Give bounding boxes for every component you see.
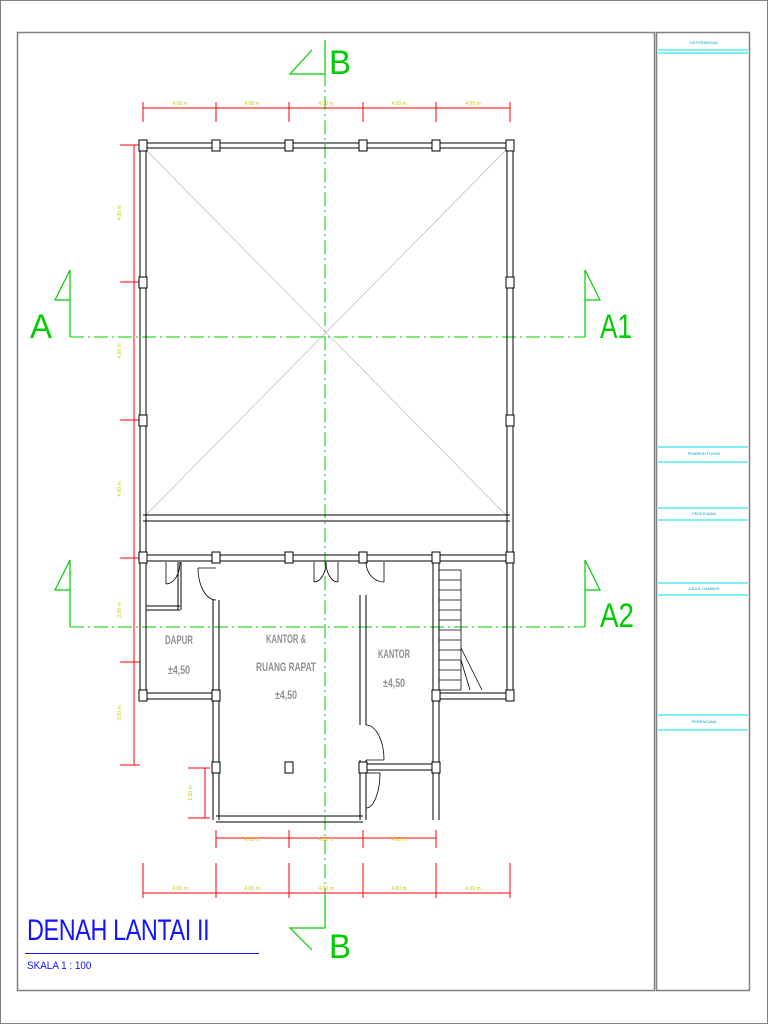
title-underline xyxy=(25,953,259,954)
room-dapur-level: ±4,50 xyxy=(168,663,190,677)
section-label-a: A xyxy=(30,308,52,346)
dimension-lines xyxy=(120,102,511,898)
dim-bottom-outer-5: 4.00 m xyxy=(465,886,480,892)
dim-left-6: 1.50 m xyxy=(188,785,194,800)
room-labels: DAPUR ±4,50 KANTOR & RUANG RAPAT ±4,50 K… xyxy=(165,632,410,702)
dim-top-4: 4.00 m xyxy=(391,101,406,107)
dim-left-5: 3.00 m xyxy=(117,705,123,720)
dim-left-4: 3.00 m xyxy=(117,602,123,617)
section-label-a2: A2 xyxy=(600,597,634,635)
drawing-scale: SKALA 1 : 100 xyxy=(27,960,92,972)
dim-bottom-inner-1: 4.00 m xyxy=(244,837,259,843)
dim-top-5: 4.00 m xyxy=(465,101,480,107)
dim-bottom-outer-1: 4.00 m xyxy=(172,886,187,892)
section-markers xyxy=(54,40,601,951)
section-label-b-top: B xyxy=(329,44,351,82)
section-marker-labels: B B A A1 A2 xyxy=(30,44,634,966)
room-kantor-rapat-name-1: KANTOR & xyxy=(266,632,306,646)
dim-left-3: 4.00 m xyxy=(117,481,123,496)
dim-top-2: 4.00 m xyxy=(244,101,259,107)
room-kantor-rapat-level: ±4,50 xyxy=(275,688,297,702)
columns xyxy=(138,139,515,774)
sidebar-pekerjaan: PEKERJAAN xyxy=(692,511,716,516)
room-dapur-name: DAPUR xyxy=(165,633,193,647)
section-label-b-bottom: B xyxy=(329,928,351,966)
walls xyxy=(139,142,514,823)
dim-bottom-inner-2: 4.00 m xyxy=(318,837,333,843)
room-kantor-rapat-name-2: RUANG RAPAT xyxy=(256,660,316,674)
sidebar-pemberi-tugas: PEMBERI TUGAS xyxy=(687,451,721,456)
dim-top-1: 4.00 m xyxy=(172,101,187,107)
dim-bottom-outer-2: 4.00 m xyxy=(244,886,259,892)
sidebar-judul-gambar: JUDUL GAMBAR xyxy=(688,586,720,591)
dim-bottom-outer-3: 4.00 m xyxy=(318,886,333,892)
stairs xyxy=(438,569,483,691)
doors xyxy=(165,561,385,809)
room-kantor-level: ±4,50 xyxy=(383,676,405,690)
dim-left-1: 4.00 m xyxy=(117,205,123,220)
dim-left-2: 4.00 m xyxy=(117,343,123,358)
sidebar-perencana: PERENCANA xyxy=(691,719,717,724)
section-label-a1: A1 xyxy=(600,308,632,346)
sidebar-keterangan: KETERANGAN xyxy=(690,40,718,45)
title-block-lines xyxy=(658,49,748,731)
dim-top-3: 4.00 m xyxy=(318,101,333,107)
drawing-title: DENAH LANTAI II xyxy=(27,914,210,947)
void-diagonals xyxy=(145,149,507,516)
section-axis-lines xyxy=(70,72,585,900)
dim-bottom-inner-3: 4.00 m xyxy=(391,837,406,843)
dim-bottom-outer-4: 4.00 m xyxy=(391,886,406,892)
dimension-texts: 4.00 m 4.00 m 4.00 m 4.00 m 4.00 m 4.00 … xyxy=(117,101,481,892)
room-kantor-name: KANTOR xyxy=(378,647,410,661)
